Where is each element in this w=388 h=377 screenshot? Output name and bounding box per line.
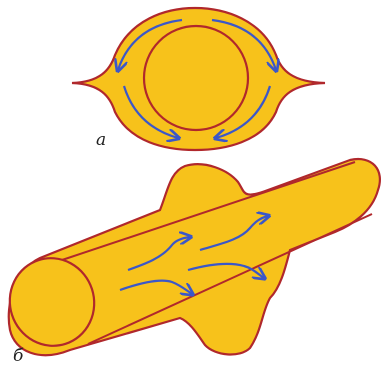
inner-core bbox=[144, 26, 248, 130]
panel-label-a: а bbox=[96, 130, 106, 150]
panel-a-cross-section bbox=[72, 8, 325, 150]
panel-b-cylinder bbox=[0, 159, 380, 357]
panel-label-b: б bbox=[13, 346, 23, 366]
